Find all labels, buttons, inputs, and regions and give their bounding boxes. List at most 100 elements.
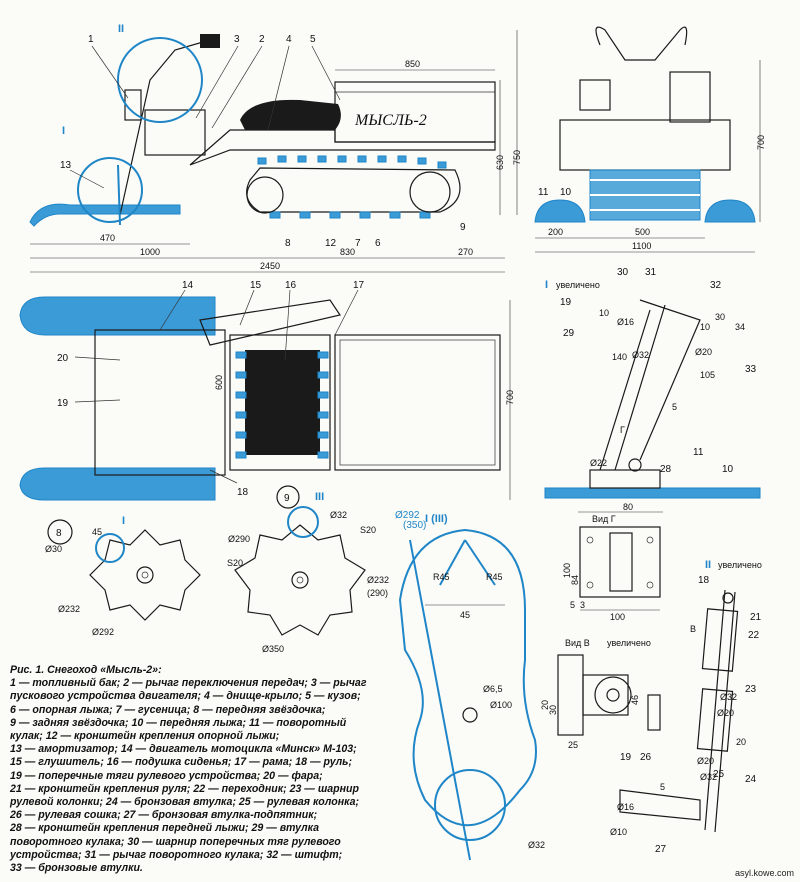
view-I-zoom: увеличено — [556, 280, 600, 290]
dim-700-plan: 700 — [505, 390, 515, 405]
track-grousers-plan — [235, 351, 329, 459]
B-dim-20: 20 — [540, 700, 550, 710]
cargo-body-plan — [334, 334, 501, 471]
engine-side — [144, 109, 206, 156]
sprocket-mid-s20: S20 — [360, 525, 376, 535]
part-10-front: 10 — [560, 187, 572, 198]
dim-470: 470 — [100, 233, 115, 243]
dim-630: 630 — [495, 155, 505, 170]
G-dim-80: 80 — [623, 502, 633, 512]
dim-1100: 1100 — [632, 241, 651, 251]
profile-hole — [462, 707, 478, 723]
steering-column — [119, 39, 211, 216]
I-part-28: 28 — [660, 464, 672, 475]
tooth-profile-outline — [398, 528, 537, 826]
profile-d292: Ø292 — [395, 510, 420, 521]
part-1-label: 1 — [88, 34, 94, 45]
sprocket-mid-d290: (290) — [367, 588, 388, 598]
I-part-31: 31 — [645, 267, 657, 278]
caption-line: пускового устройства двигателя; 4 — днищ… — [10, 690, 361, 703]
dim-2450: 2450 — [260, 261, 280, 271]
detail-I-mark: I — [62, 125, 65, 137]
caption-line: поворотного кулака; 30 — шарнир поперечн… — [10, 835, 341, 848]
caption-line: устройства; 31 — рычаг поворотного кулак… — [10, 848, 343, 861]
track-links — [257, 155, 447, 219]
steering-arm-detail — [619, 789, 701, 821]
plan-view: 600 700 14 15 16 17 20 19 18 — [19, 280, 515, 501]
B-dim-46: 46 — [630, 695, 640, 705]
view-I-title: I — [545, 279, 548, 291]
II-dim-d10: Ø10 — [610, 827, 627, 837]
view-B-title: Вид В — [565, 638, 590, 648]
part-4-label: 4 — [286, 34, 292, 45]
I-part-30: 30 — [617, 267, 629, 278]
rear-sprocket-side — [409, 171, 451, 213]
caption-line: 6 — опорная лыжа; 7 — гусеница; 8 — пере… — [10, 703, 326, 716]
muffler-plan — [199, 299, 341, 346]
right-ski-front — [704, 199, 756, 223]
II-part-22: 22 — [748, 630, 760, 641]
B-dim-30: 30 — [548, 705, 558, 715]
dim-850: 850 — [405, 59, 420, 69]
I-dim-10: 10 — [599, 308, 609, 318]
I-dim-105: 105 — [700, 370, 715, 380]
caption-line: 9 — задняя звёздочка; 10 — передняя лыжа… — [10, 716, 347, 729]
front-ski-side — [29, 203, 181, 227]
view-I-enlarged: I увеличено 30 31 32 19 29 33 11 28 10 1… — [544, 267, 761, 499]
sprocket-9-number-ring — [276, 485, 300, 509]
part-16-label: 16 — [285, 280, 297, 291]
steering-knuckle — [639, 299, 701, 461]
left-ski-plan — [19, 296, 216, 336]
side-view: 1 2 3 4 5 II I 13 МЫСЛЬ-2 850 470 1000 2… — [29, 23, 522, 273]
body-front — [559, 119, 731, 171]
sprocket-8-d292: Ø292 — [92, 627, 114, 637]
part-11-front: 11 — [538, 187, 549, 198]
sprocket-9-d350: Ø350 — [262, 644, 284, 654]
G-dim-84: 84 — [570, 575, 580, 585]
caption-line: 26 — рулевая сошка; 27 — бронзовая втулк… — [10, 809, 318, 822]
front-sprocket-drawing: 8 I Ø30 45 Ø232 Ø292 — [45, 515, 201, 637]
I-dim-5: 5 — [672, 402, 677, 412]
part-13-label: 13 — [60, 160, 72, 171]
profile-d32: Ø32 — [528, 840, 545, 850]
detail-II-circle — [117, 37, 203, 123]
B-boss — [594, 676, 632, 714]
I-mark-G: Г — [620, 425, 625, 435]
II-dim-d20b: Ø20 — [697, 756, 714, 766]
profile-lower-circle — [434, 769, 506, 841]
I-dim-d16: Ø16 — [617, 317, 634, 327]
engine-area-plan — [94, 329, 226, 476]
view-II-title: II — [705, 559, 711, 571]
sprocket-9-d290: Ø290 — [228, 534, 250, 544]
sprocket-8-mark: I — [122, 515, 125, 527]
II-dim-d32b: Ø32 — [700, 772, 717, 782]
dim-830: 830 — [340, 247, 355, 257]
part-12-label: 12 — [325, 238, 337, 249]
view-G: Вид Г 80 100 84 5 3 100 — [562, 502, 663, 622]
II-part-23: 23 — [745, 684, 757, 695]
steering-column-detail — [704, 589, 726, 831]
profile-d100: Ø100 — [490, 700, 512, 710]
profile-d45: 45 — [460, 610, 470, 620]
left-ski-front — [534, 199, 586, 223]
view-G-title: Вид Г — [592, 514, 616, 524]
profile-d65: Ø6,5 — [483, 684, 503, 694]
I-dim-d32: Ø32 — [632, 350, 649, 360]
caption-title: Рис. 1. Снегоход «Мысль-2»: — [10, 664, 162, 676]
caption-line: 19 — поперечные тяги рулевого устройства… — [10, 769, 323, 782]
II-part-27: 27 — [655, 844, 667, 855]
sprocket-8-d232: Ø232 — [58, 604, 80, 614]
dim-750: 750 — [512, 150, 522, 165]
II-part-24: 24 — [745, 774, 757, 785]
fuel-tank — [124, 89, 142, 121]
dim-700-front: 700 — [756, 135, 766, 150]
profile-r45a: R45 — [433, 572, 450, 582]
front-view: 700 200 500 1100 11 10 — [534, 26, 766, 253]
front-ski-section — [544, 487, 761, 499]
dim-600-plan: 600 — [214, 375, 224, 390]
II-dim-20: 20 — [736, 737, 746, 747]
II-mark-B: В — [690, 624, 696, 634]
view-B: Вид В увеличено 30 46 25 20 — [540, 638, 661, 750]
